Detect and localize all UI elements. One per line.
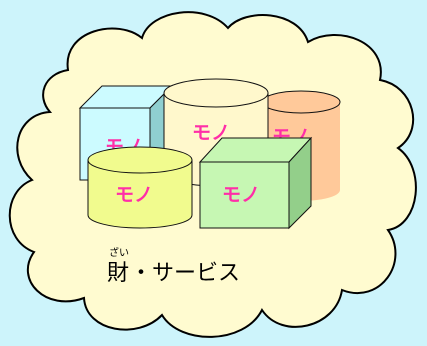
caption-ruby: ざい bbox=[109, 246, 129, 259]
caption-kanji: 財 bbox=[107, 261, 129, 286]
cream-cylinder-label: モノ bbox=[192, 122, 230, 144]
yellow-cylinder-label: モノ bbox=[115, 184, 153, 206]
green-box bbox=[198, 136, 313, 230]
yellow-cylinder bbox=[87, 146, 193, 229]
caption-text: ・サービス bbox=[130, 261, 240, 286]
green-box-label: モノ bbox=[222, 184, 260, 206]
